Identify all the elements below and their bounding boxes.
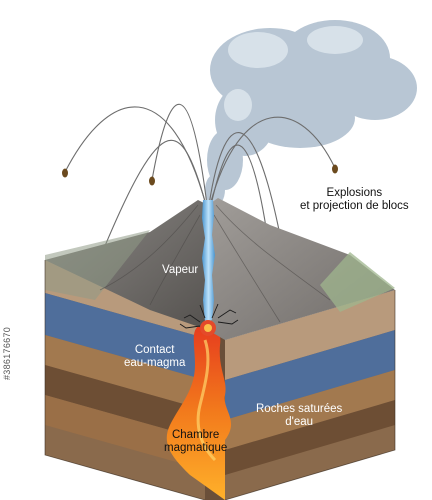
label-contact-line1: Contact — [134, 344, 175, 356]
label-explosions: Explosions et projection de blocs — [300, 187, 409, 213]
label-contact: Contact eau-magma — [124, 344, 185, 370]
steam-conduit — [202, 200, 215, 322]
slope-ridges — [99, 204, 331, 323]
label-roches-line1: Roches saturées — [256, 403, 343, 415]
label-roches: Roches saturées d'eau — [256, 403, 342, 429]
steam-cloud-highlight — [224, 26, 363, 121]
label-vapeur: Vapeur — [162, 264, 198, 277]
watermark-id: #386176670 — [2, 326, 12, 380]
label-vapeur-text: Vapeur — [162, 264, 199, 276]
label-chambre-line2: magmatique — [164, 442, 228, 454]
plain-right — [320, 252, 395, 312]
magma-glow — [196, 339, 217, 462]
block-edges — [44, 260, 396, 500]
volcano-cone-right-slope — [208, 198, 395, 340]
label-contact-line2: eau-magma — [124, 357, 186, 369]
label-explosions-line1: Explosions — [326, 187, 383, 199]
water-magma-contact-core — [204, 324, 212, 332]
plain-left — [45, 230, 150, 300]
label-roches-line2: d'eau — [285, 416, 314, 428]
volcano-cone-left-slope — [45, 200, 208, 330]
label-explosions-line2: et projection de blocs — [300, 200, 409, 212]
fractures — [179, 303, 239, 329]
label-chambre: Chambre magmatique — [164, 429, 227, 455]
label-chambre-line1: Chambre — [171, 429, 220, 441]
